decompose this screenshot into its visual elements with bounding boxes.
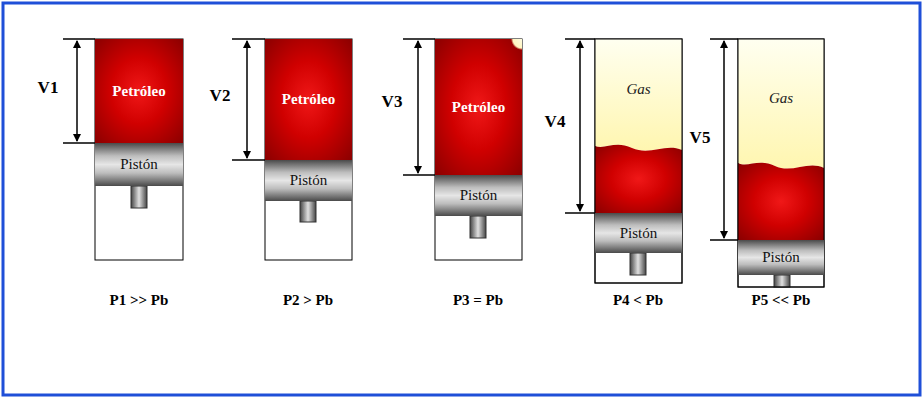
piston-label: Pistón	[460, 187, 498, 204]
pressure-label: P5 << Pb	[752, 292, 811, 309]
gas-label: Gas	[626, 81, 650, 98]
pressure-label: P2 > Pb	[283, 292, 333, 309]
piston-label: Pistón	[290, 172, 328, 189]
pressure-label: P4 < Pb	[613, 292, 663, 309]
gas-region: Gas	[595, 39, 682, 139]
oil-label: Petróleo	[112, 83, 165, 100]
piston-label: Pistón	[762, 249, 800, 266]
gas-label: Gas	[769, 90, 793, 107]
piston-block: Pistón	[265, 160, 352, 201]
pressure-label: P1 >> Pb	[110, 292, 169, 309]
volume-label: V3	[382, 92, 403, 112]
volume-label: V4	[545, 112, 566, 132]
volume-label: V1	[38, 78, 59, 98]
oil-region: Petróleo	[435, 39, 522, 175]
piston-block: Pistón	[435, 175, 522, 216]
oil-region: Petróleo	[265, 39, 352, 160]
oil-region: Petróleo	[95, 39, 183, 143]
volume-label: V2	[210, 86, 231, 106]
piston-block: Pistón	[595, 213, 682, 253]
volume-label: V5	[690, 128, 711, 148]
piston-label: Pistón	[120, 156, 158, 173]
oil-label: Petróleo	[282, 91, 335, 108]
piston-label: Pistón	[620, 225, 658, 242]
oil-label: Petróleo	[452, 99, 505, 116]
pressure-label: P3 = Pb	[453, 292, 503, 309]
gas-region: Gas	[738, 39, 824, 157]
piston-block: Pistón	[95, 143, 183, 186]
piston-block: Pistón	[738, 240, 824, 275]
